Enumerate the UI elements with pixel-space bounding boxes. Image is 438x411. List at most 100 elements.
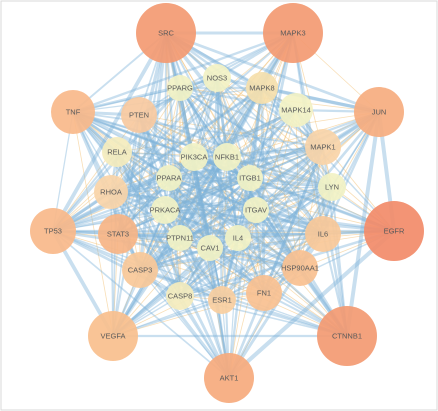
node-rhoa[interactable]: RHOA: [94, 175, 128, 209]
edge-TP53-MAPK1: [52, 146, 324, 232]
node-circle[interactable]: [317, 306, 377, 366]
node-itgb1[interactable]: ITGB1: [237, 165, 263, 191]
edge-NOS3-ESR1: [215, 76, 224, 302]
edge-MAPK8-IL4: [237, 87, 263, 239]
node-rela[interactable]: RELA: [102, 137, 132, 167]
node-circle[interactable]: [318, 173, 346, 201]
node-circle[interactable]: [30, 208, 76, 254]
node-casp8[interactable]: CASP8: [166, 282, 194, 310]
edge-RELA-CASP3: [116, 151, 141, 271]
node-circle[interactable]: [94, 175, 128, 209]
node-cav1[interactable]: CAV1: [197, 235, 223, 261]
node-circle[interactable]: [88, 311, 138, 361]
node-mapk3[interactable]: MAPK3: [263, 3, 323, 63]
node-circle[interactable]: [246, 275, 282, 311]
node-circle[interactable]: [364, 201, 424, 261]
edge-AKT1-RELA: [115, 150, 231, 380]
edge-LYN-PRKACA: [164, 186, 333, 211]
node-circle[interactable]: [203, 64, 231, 92]
node-circle[interactable]: [166, 282, 194, 310]
node-circle[interactable]: [180, 143, 208, 171]
edge-LYN-FN1: [263, 186, 333, 294]
node-nos3[interactable]: NOS3: [203, 64, 231, 92]
node-circle[interactable]: [122, 252, 158, 288]
node-circle[interactable]: [167, 75, 193, 101]
edge-IL6-CASP3: [138, 232, 325, 272]
node-circle[interactable]: [225, 225, 251, 251]
node-il4[interactable]: IL4: [225, 225, 251, 251]
node-esr1[interactable]: ESR1: [208, 286, 236, 314]
edge-TNF-ITGAV: [72, 111, 257, 211]
node-pten[interactable]: PTEN: [121, 97, 157, 133]
node-ctnnb1[interactable]: CTNNB1: [317, 306, 377, 366]
node-tp53[interactable]: TP53: [30, 208, 76, 254]
node-il6[interactable]: IL6: [305, 216, 341, 252]
node-circle[interactable]: [305, 129, 341, 165]
node-src[interactable]: SRC: [136, 3, 196, 63]
node-tnf[interactable]: TNF: [51, 90, 95, 134]
node-circle[interactable]: [98, 214, 138, 254]
edge-PTEN-STAT3: [117, 114, 140, 235]
node-circle[interactable]: [243, 197, 269, 223]
node-ptpn11[interactable]: PTPN11: [166, 225, 194, 251]
node-stat3[interactable]: STAT3: [98, 214, 138, 254]
node-mapk14[interactable]: MAPK14: [279, 93, 313, 127]
node-label: PPARG: [167, 83, 193, 92]
node-prkaca[interactable]: PRKACA: [150, 196, 181, 224]
edge-JUN-PRKACA: [164, 111, 380, 211]
edge-TNF-EGFR: [71, 110, 396, 233]
node-circle[interactable]: [208, 286, 236, 314]
node-vegfa[interactable]: VEGFA: [88, 311, 138, 361]
node-circle[interactable]: [354, 87, 404, 137]
node-circle[interactable]: [263, 3, 323, 63]
node-circle[interactable]: [246, 72, 278, 104]
node-circle[interactable]: [156, 165, 182, 191]
node-circle[interactable]: [213, 143, 241, 171]
edge-SRC-CAV1: [164, 31, 212, 250]
node-pik3ca[interactable]: PIK3CA: [180, 143, 208, 171]
node-egfr[interactable]: EGFR: [364, 201, 424, 261]
edge-TP53-MAPK8: [51, 86, 264, 233]
node-circle[interactable]: [282, 250, 318, 286]
edge-ITGB1-STAT3: [117, 177, 251, 235]
node-ppara[interactable]: PPARA: [156, 165, 182, 191]
node-circle[interactable]: [121, 97, 157, 133]
node-circle[interactable]: [204, 353, 254, 403]
node-circle[interactable]: [167, 225, 193, 251]
node-circle[interactable]: [305, 216, 341, 252]
edge-ITGB1-CASP3: [138, 176, 252, 272]
node-mapk1[interactable]: MAPK1: [305, 129, 341, 165]
edge-MAPK1-PTPN11: [179, 146, 324, 239]
edge-AKT1-MAPK14: [228, 109, 297, 379]
node-label: RELA: [107, 147, 127, 156]
node-circle[interactable]: [51, 90, 95, 134]
edge-TP53-CASP8: [51, 229, 182, 298]
node-circle[interactable]: [102, 137, 132, 167]
node-circle[interactable]: [136, 3, 196, 63]
edge-VEGFA-LYN: [112, 186, 333, 337]
node-lyn[interactable]: LYN: [318, 173, 346, 201]
node-circle[interactable]: [151, 196, 179, 224]
node-mapk8[interactable]: MAPK8: [246, 72, 278, 104]
edge-JUN-CTNNB1: [345, 110, 381, 338]
edge-RELA-HSP90AA1: [115, 150, 302, 270]
node-jun[interactable]: JUN: [354, 87, 404, 137]
node-fn1[interactable]: FN1: [246, 275, 282, 311]
edge-PPARG-STAT3: [117, 87, 181, 235]
node-akt1[interactable]: AKT1: [204, 353, 254, 403]
node-hsp90aa1[interactable]: HSP90AA1: [281, 250, 319, 286]
node-circle[interactable]: [197, 235, 223, 261]
edge-EGFR-PTEN: [138, 114, 395, 232]
edge-RELA-CASP8: [115, 150, 182, 298]
edge-PPARA-HSP90AA1: [168, 177, 301, 269]
edge-PPARA-CAV1: [168, 177, 211, 249]
node-circle[interactable]: [279, 93, 313, 127]
edge-MAPK14-CASP3: [138, 108, 298, 272]
node-nfkb1[interactable]: NFKB1: [213, 143, 241, 171]
edge-SRC-PTPN11: [164, 31, 182, 240]
node-circle[interactable]: [237, 165, 263, 191]
node-itgav[interactable]: ITGAV: [243, 197, 269, 223]
node-casp3[interactable]: CASP3: [122, 252, 158, 288]
node-pparg[interactable]: PPARG: [167, 75, 193, 101]
edge-SRC-STAT3: [116, 31, 168, 236]
